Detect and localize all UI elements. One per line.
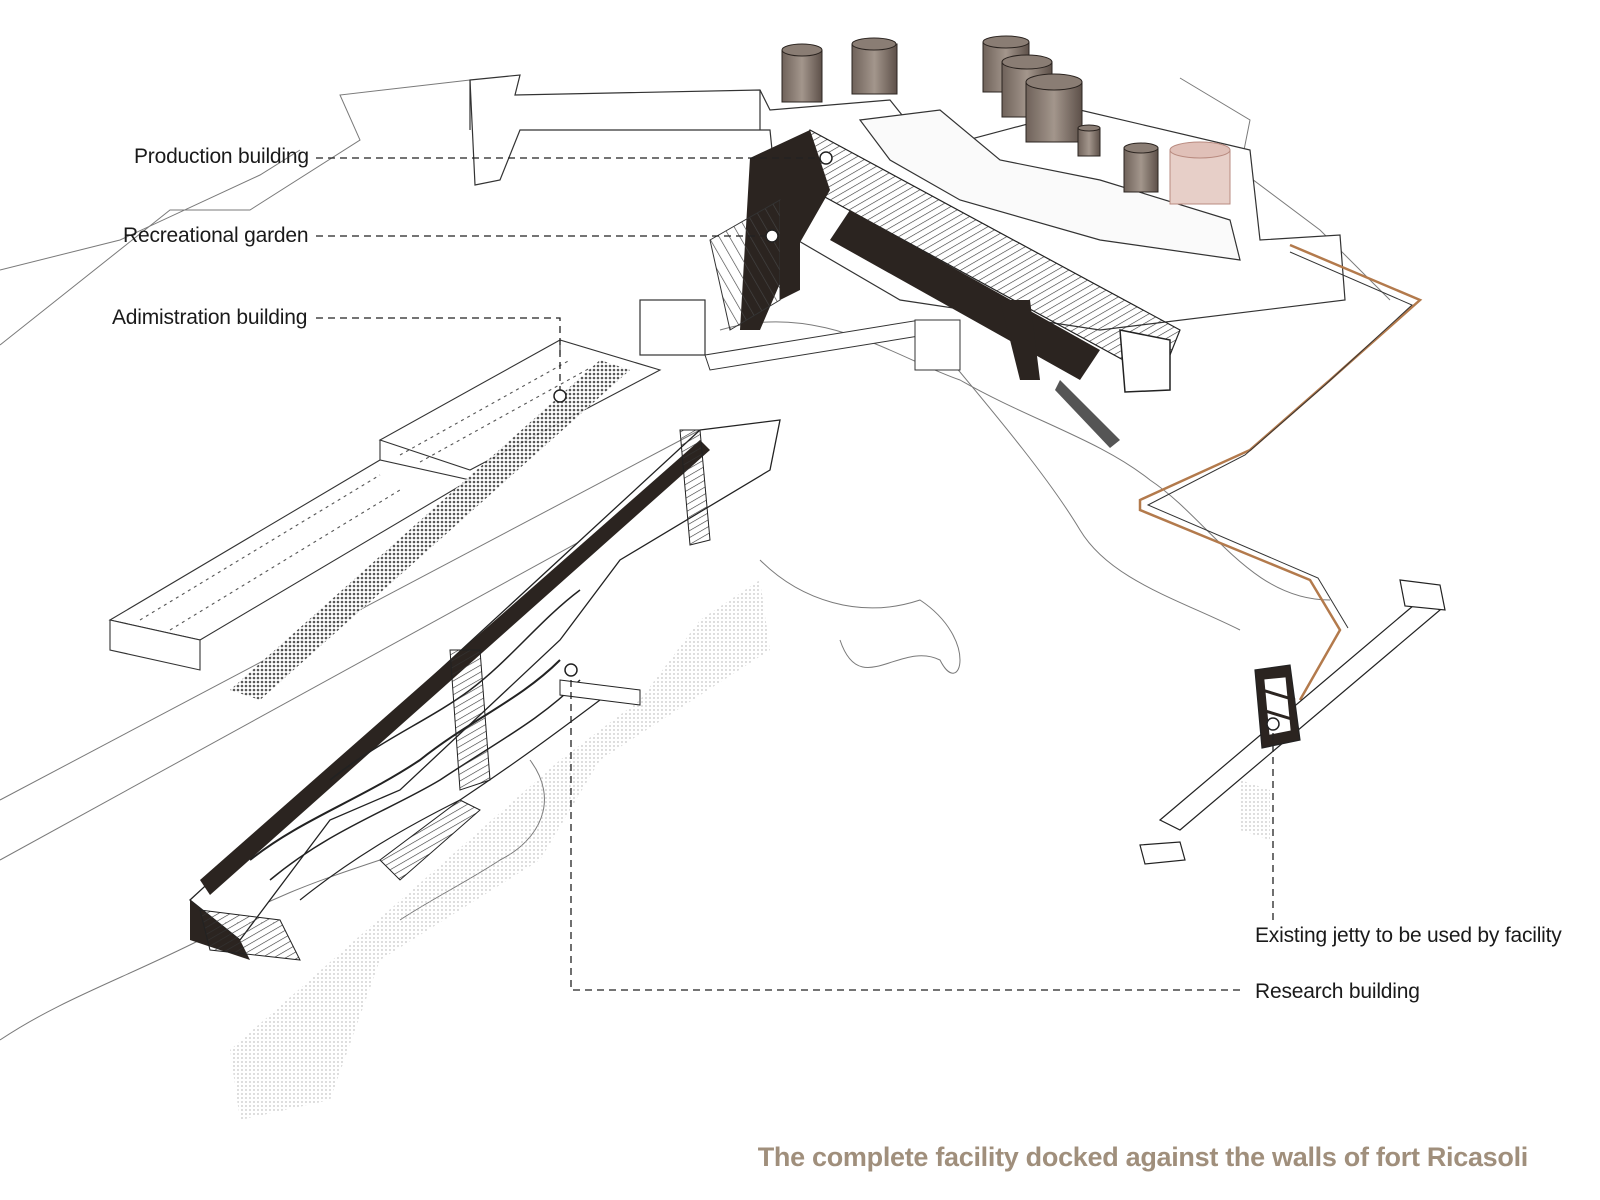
fuel-tanks <box>781 35 1231 205</box>
leader-research <box>570 676 1240 991</box>
label-recreational-garden: Recreational garden <box>123 224 309 247</box>
drawing-caption: The complete facility docked against the… <box>757 1142 1529 1172</box>
pipeline <box>1138 243 1423 701</box>
callout-markers <box>553 151 1280 731</box>
marker-recreational <box>765 229 779 243</box>
marker-production <box>819 151 833 165</box>
marker-administration <box>553 389 567 403</box>
label-research-building: Research building <box>1255 980 1420 1003</box>
recreational-garden-structure <box>639 199 961 371</box>
administration-building-structure <box>108 339 662 700</box>
leader-administration <box>316 317 561 390</box>
research-building-structure <box>189 419 781 961</box>
callout-leaders <box>316 157 1274 991</box>
label-production-building: Production building <box>134 145 309 168</box>
label-administration-building: Adimistration building <box>112 306 308 329</box>
water-reflection <box>230 580 1270 1120</box>
jetty-structure <box>1139 579 1446 865</box>
marker-research <box>564 663 578 677</box>
marker-jetty <box>1266 717 1280 731</box>
label-existing-jetty: Existing jetty to be used by facility <box>1255 924 1562 947</box>
